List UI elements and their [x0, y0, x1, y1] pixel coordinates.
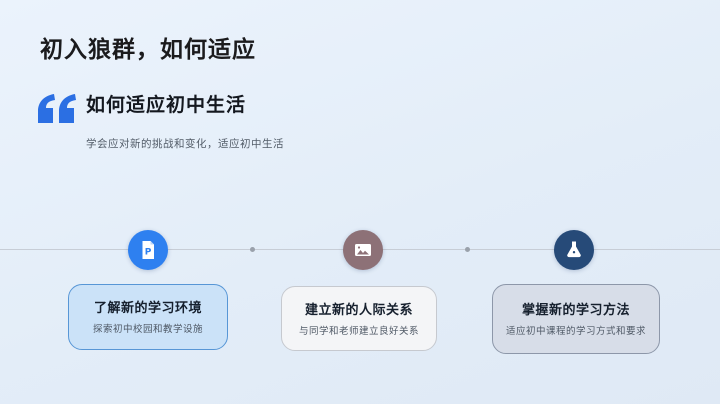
quote-block: 如何适应初中生活 学会应对新的挑战和变化，适应初中生活 [38, 90, 284, 151]
step-card-relationships: 建立新的人际关系 与同学和老师建立良好关系 [281, 286, 437, 351]
double-quote-icon [38, 94, 76, 124]
svg-text:P: P [145, 248, 152, 258]
timeline-dot [250, 247, 255, 252]
step-card-title: 掌握新的学习方法 [521, 303, 630, 319]
step-card-title: 建立新的人际关系 [304, 302, 413, 318]
flask-icon [554, 230, 594, 270]
quote-heading: 如何适应初中生活 [86, 94, 247, 116]
step-card-description: 与同学和老师建立良好关系 [298, 325, 419, 337]
slide-title: 初入狼群，如何适应 [40, 37, 256, 63]
timeline-dot [465, 247, 470, 252]
step-card-learning-environment: 了解新的学习环境 探索初中校园和教学设施 [68, 284, 228, 350]
quote-text-group: 如何适应初中生活 学会应对新的挑战和变化，适应初中生活 [86, 90, 284, 151]
step-card-title: 了解新的学习环境 [93, 301, 202, 317]
ppt-file-icon: P [128, 230, 168, 270]
quote-subtitle: 学会应对新的挑战和变化，适应初中生活 [86, 138, 284, 150]
step-card-description: 适应初中课程的学习方式和要求 [505, 326, 646, 338]
step-card-study-methods: 掌握新的学习方法 适应初中课程的学习方式和要求 [492, 284, 660, 354]
step-card-description: 探索初中校园和教学设施 [92, 324, 203, 336]
image-icon [343, 230, 383, 270]
